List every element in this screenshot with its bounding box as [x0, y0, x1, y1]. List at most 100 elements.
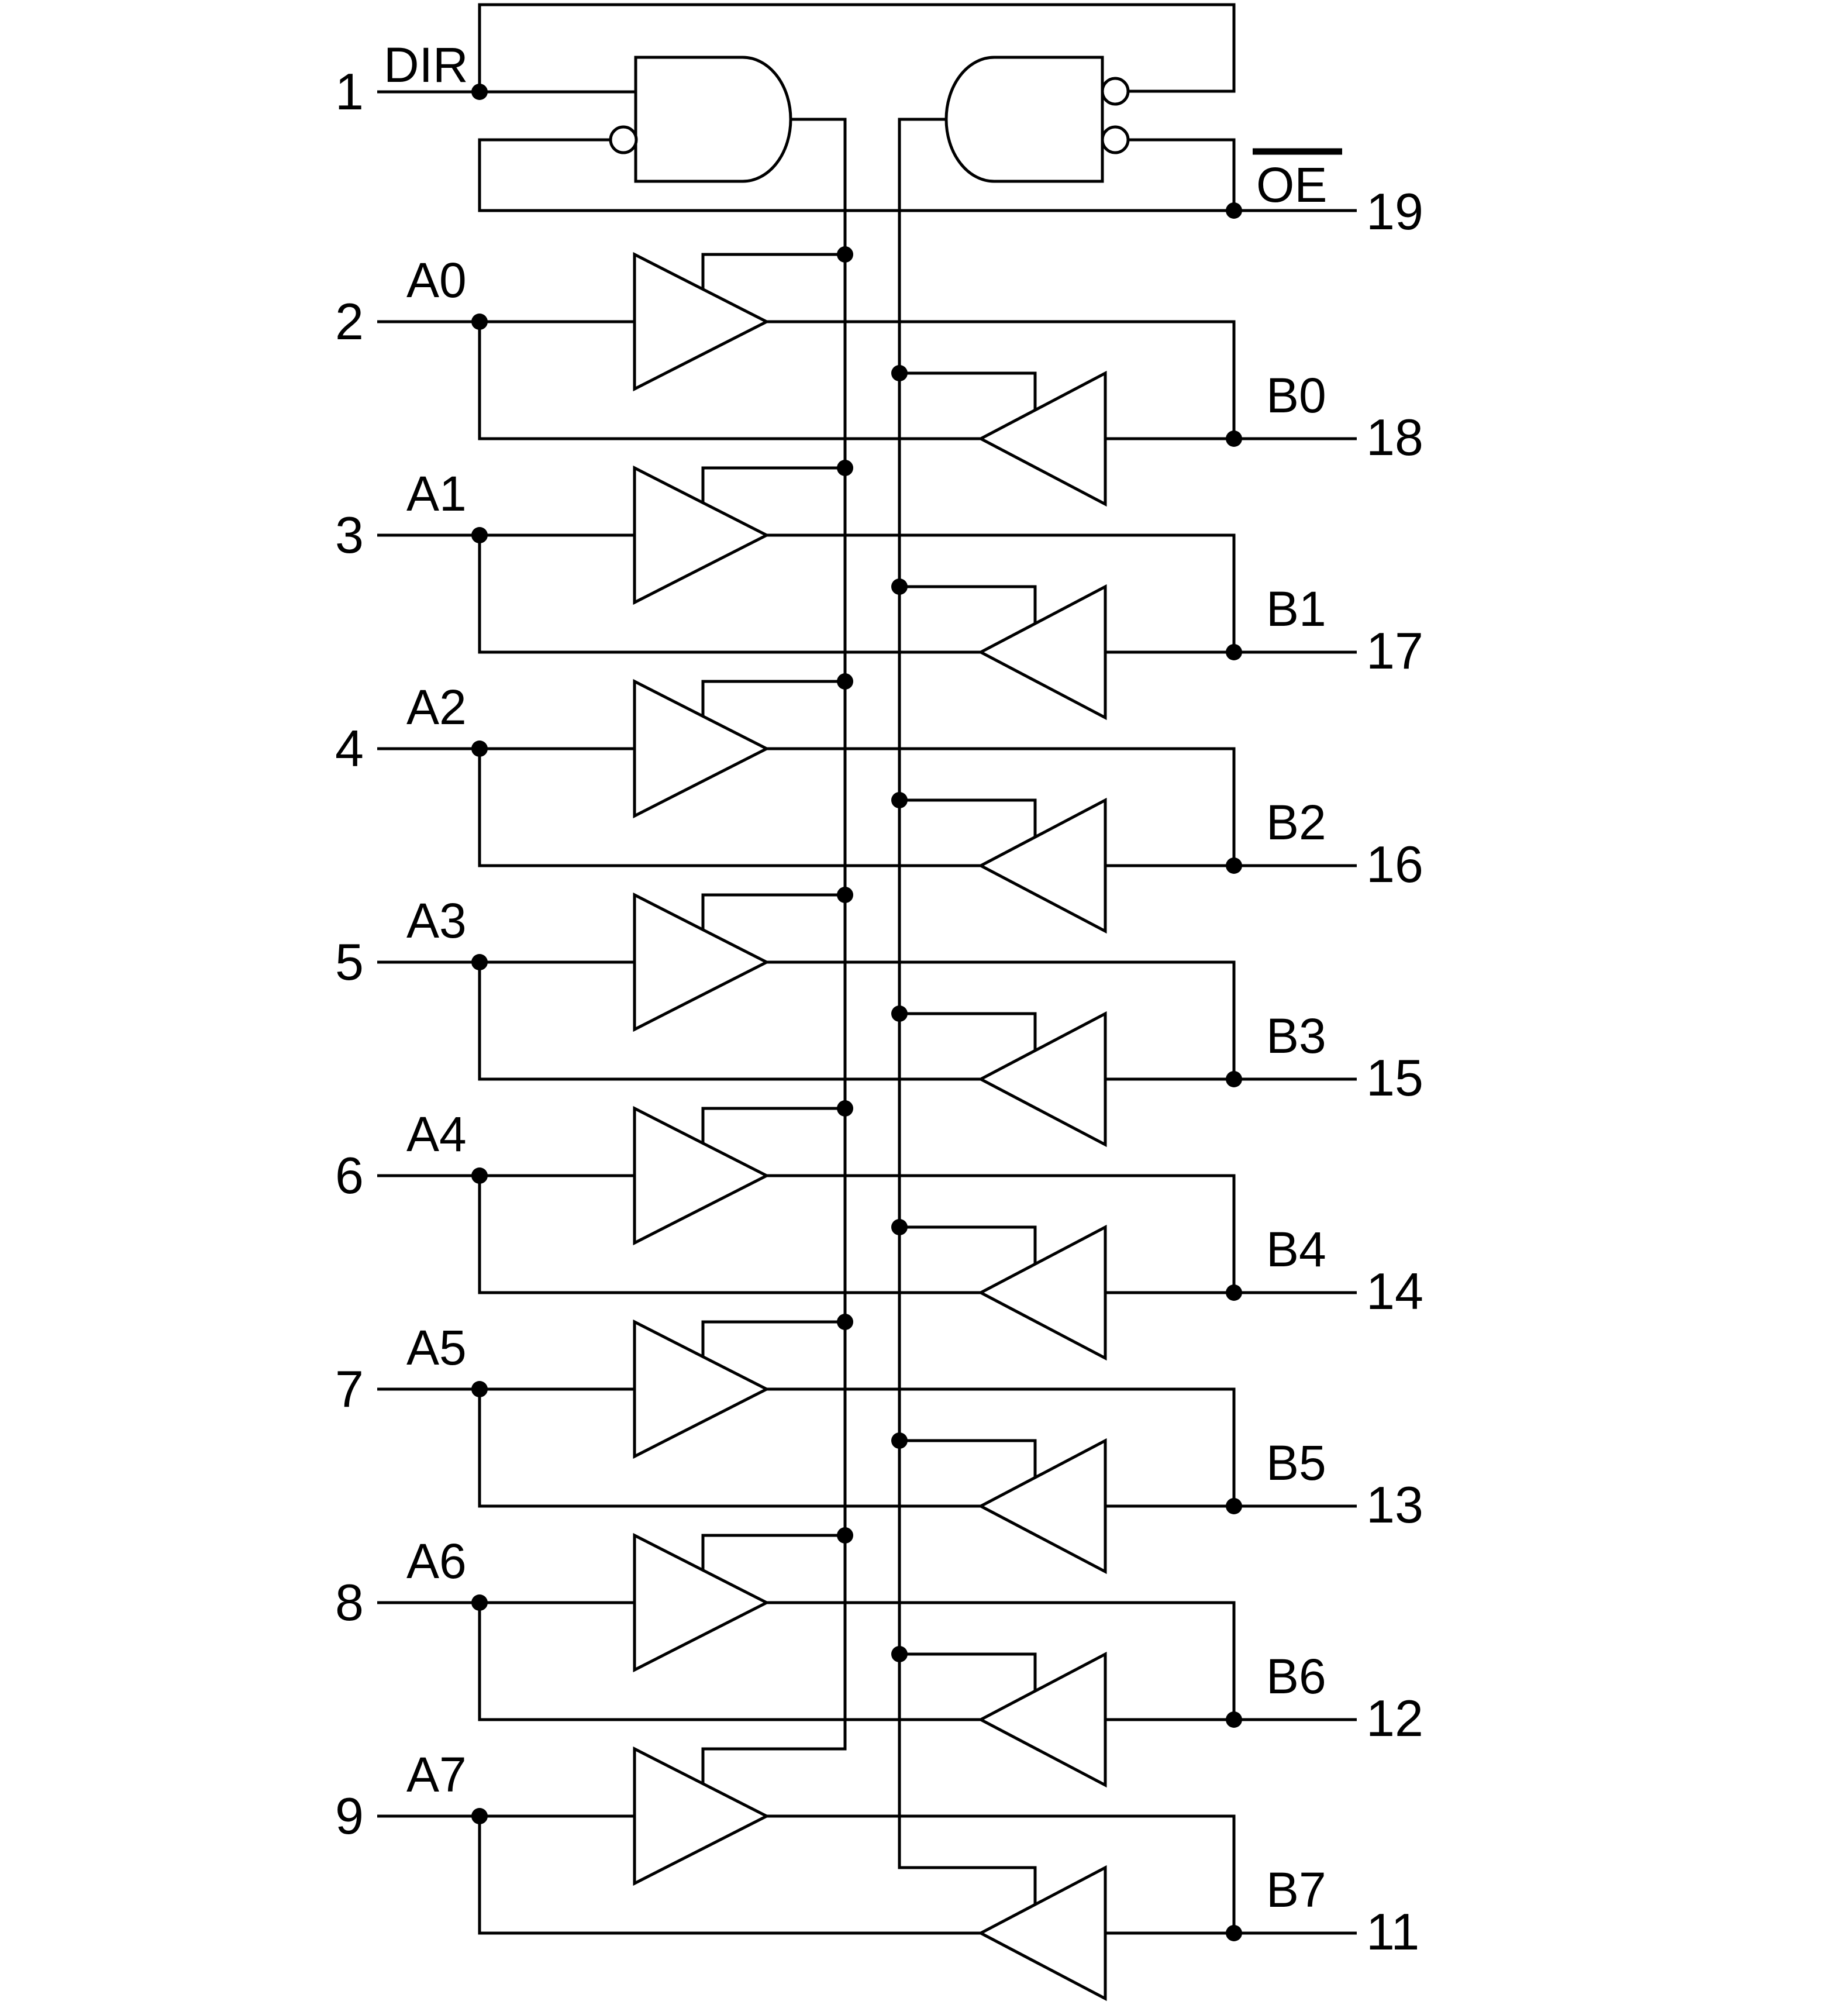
b5-return-wire	[478, 1389, 981, 1508]
enable-tap-a5-dot	[837, 1314, 853, 1330]
dir-top-loop-wire	[478, 3, 1236, 93]
a1-output-wire	[767, 533, 1236, 652]
control-logic: DIR 1 OE 19	[335, 3, 1423, 1904]
enable-tap-a1-dot	[837, 460, 853, 476]
a0-pin-number: 2	[335, 292, 364, 350]
b1-return-wire	[478, 535, 981, 654]
channel-a7-b7: A7 9B7 11	[335, 1746, 1419, 2002]
b0-return-wire	[478, 322, 981, 440]
a2-label: A2	[406, 680, 467, 735]
a3-label: A3	[406, 893, 467, 948]
enable-tap-b6	[899, 1652, 1037, 1691]
enable-tap-a4	[701, 1107, 845, 1143]
oe-pin-number: 19	[1366, 182, 1423, 240]
oe-label: OE	[1256, 157, 1327, 212]
b1-label: B1	[1266, 581, 1326, 636]
b2-return-wire	[478, 749, 981, 867]
and-gate-ba-enable-icon	[944, 56, 1104, 183]
a6-pin-number: 8	[335, 1573, 364, 1631]
b3-pin-number: 15	[1366, 1049, 1423, 1107]
dir-pin-number: 1	[335, 63, 364, 120]
a1-pin-number: 3	[335, 506, 364, 564]
enable-tap-a1	[701, 466, 845, 503]
enable-tap-b2	[899, 798, 1037, 837]
a4-pin-number: 6	[335, 1146, 364, 1204]
enable-tap-a6	[701, 1534, 845, 1570]
enable-tap-a6-dot	[837, 1527, 853, 1544]
enable-tap-b1	[899, 585, 1037, 624]
channel-a0-b0: A0 2B0 18	[335, 246, 1423, 507]
enable-tap-b1-dot	[891, 578, 908, 595]
a0-label: A0	[406, 253, 467, 308]
buffer-a1-to-b1-icon	[633, 465, 770, 605]
enable-rail-b-to-a	[898, 118, 1037, 1904]
a0-output-wire	[767, 320, 1236, 439]
enable-tap-a4-dot	[837, 1100, 853, 1117]
b5-pin-number: 13	[1366, 1476, 1423, 1534]
enable-tap-a3-dot	[837, 887, 853, 903]
buffer-a5-to-b5-icon	[633, 1319, 770, 1459]
b7-label: B7	[1266, 1862, 1326, 1917]
a4-label: A4	[406, 1107, 467, 1162]
a6-output-wire	[767, 1601, 1236, 1720]
enable-tap-a0-dot	[837, 246, 853, 263]
invert-bubble-oe-right	[1101, 125, 1130, 154]
oe-junction-dot	[1226, 202, 1242, 219]
a5-output-wire	[767, 1387, 1236, 1506]
b7-pin-number: 11	[1366, 1903, 1419, 1961]
a2-output-wire	[767, 747, 1236, 866]
b3-label: B3	[1266, 1008, 1326, 1063]
enable-rail-a-to-b	[701, 118, 847, 1784]
enable-tap-a2	[701, 680, 845, 717]
b4-pin-number: 14	[1366, 1262, 1423, 1320]
a3-output-wire	[767, 960, 1236, 1079]
enable-tap-a5	[701, 1320, 845, 1357]
channel-a3-b3: A3 5B3 15	[335, 887, 1423, 1148]
b6-label: B6	[1266, 1649, 1326, 1704]
enable-tap-b0-dot	[891, 365, 908, 381]
b1-pin-number: 17	[1366, 622, 1423, 680]
enable-tap-b5	[899, 1439, 1037, 1477]
enable-tap-a2-dot	[837, 673, 853, 690]
enable-tap-b3-dot	[891, 1005, 908, 1022]
a2-pin-number: 4	[335, 719, 364, 777]
buffer-a0-to-b0-icon	[633, 252, 770, 392]
a7-pin-number: 9	[335, 1787, 364, 1845]
enable-tap-a3	[701, 893, 845, 930]
a6-label: A6	[406, 1534, 467, 1589]
b6-return-wire	[478, 1603, 981, 1721]
transceiver-channels: A02B018A13B117A24B216A35B315A46B414A57B5…	[335, 246, 1423, 2002]
buffer-a6-to-b6-icon	[633, 1532, 770, 1673]
oe-riser-wire	[1128, 138, 1236, 211]
b4-return-wire	[478, 1176, 981, 1294]
oe-wire	[478, 138, 1357, 212]
enable-tap-a0	[701, 253, 845, 290]
enable-tap-b2-dot	[891, 792, 908, 808]
enable-tap-b0	[899, 371, 1037, 410]
b3-return-wire	[478, 962, 981, 1081]
buffer-a4-to-b4-icon	[633, 1105, 770, 1246]
invert-bubble-dir-right	[1101, 77, 1130, 106]
b0-label: B0	[1266, 368, 1326, 423]
b7-return-wire	[478, 1816, 981, 1935]
dir-junction-dot	[471, 84, 488, 100]
enable-tap-b6-dot	[891, 1646, 908, 1662]
a7-output-wire	[767, 1814, 1236, 1933]
invert-bubble-oe-left	[609, 125, 638, 154]
a4-output-wire	[767, 1174, 1236, 1293]
a3-pin-number: 5	[335, 933, 364, 991]
a7-label: A7	[406, 1747, 467, 1802]
b2-pin-number: 16	[1366, 835, 1423, 893]
dir-label: DIR	[384, 37, 468, 92]
buffer-a7-to-b7-icon	[633, 1746, 770, 1886]
a5-label: A5	[406, 1320, 467, 1375]
enable-tap-b5-dot	[891, 1432, 908, 1449]
and-gate-ab-enable-icon	[634, 56, 792, 183]
b0-pin-number: 18	[1366, 408, 1423, 466]
